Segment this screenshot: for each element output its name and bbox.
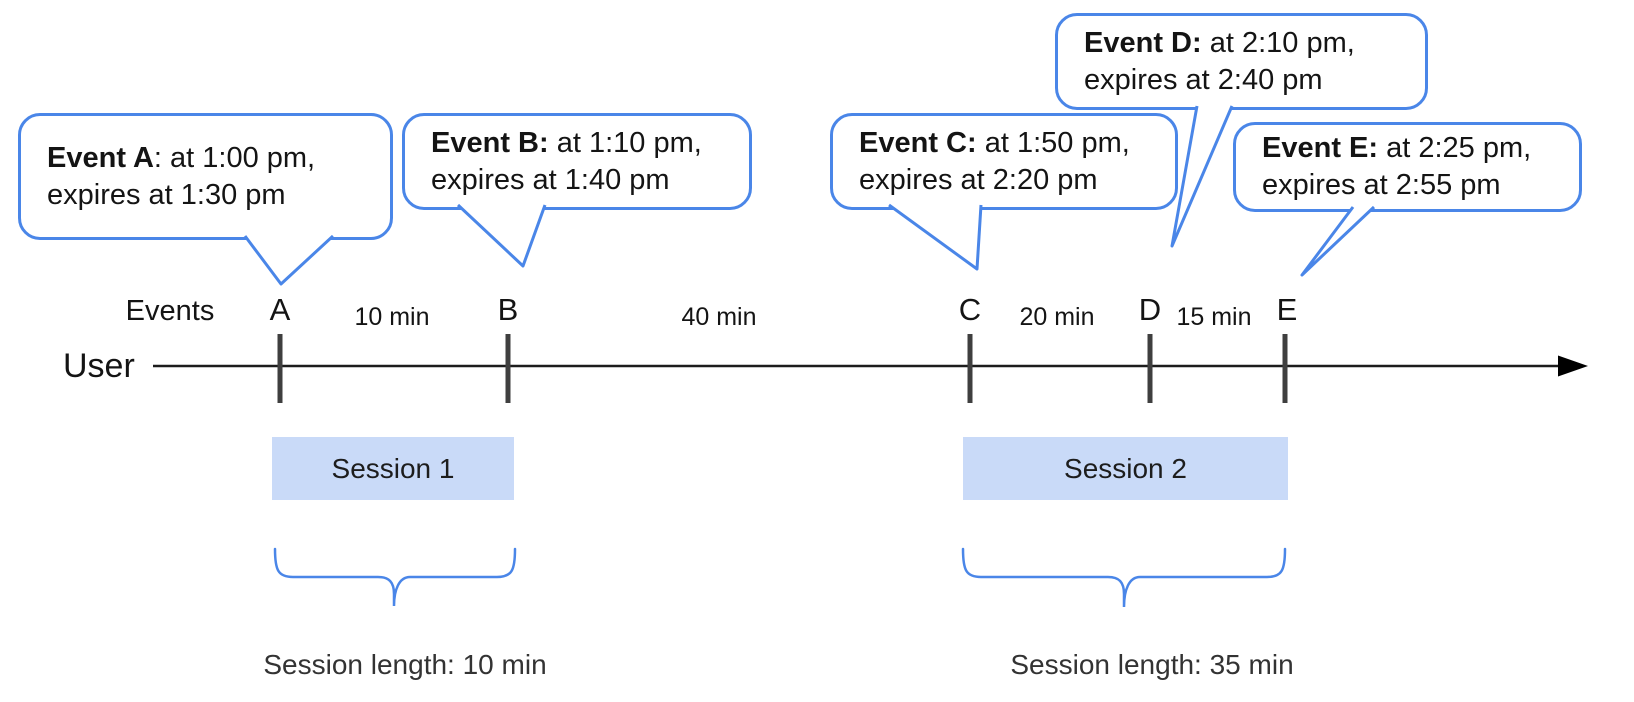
marker-e: E — [1276, 292, 1298, 327]
event-e-line2: expires at 2:55 pm — [1262, 169, 1501, 201]
session-2-brace — [961, 547, 1287, 608]
event-b-title: Event B: — [431, 126, 549, 159]
event-c-line2: expires at 2:20 pm — [859, 163, 1098, 196]
event-a-line2: expires at 1:30 pm — [47, 178, 286, 211]
event-d-bubble: Event D: at 2:10 pm, expires at 2:40 pm — [1055, 13, 1428, 110]
events-axis-label: Events — [125, 295, 215, 327]
session-2-label: Session 2 — [1064, 452, 1187, 484]
event-b-line1: Event B: at 1:10 pm, — [431, 126, 702, 159]
session-1-brace — [273, 547, 517, 607]
event-d-line2: expires at 2:40 pm — [1084, 63, 1323, 96]
event-d-line1: Event D: at 2:10 pm, — [1084, 26, 1355, 59]
session-1-bar: Session 1 — [272, 437, 514, 500]
interval-c-d: 20 min — [1019, 303, 1095, 331]
session-1-length-label: Session length: 10 min — [263, 649, 547, 680]
timeline-arrow-icon — [1558, 355, 1588, 377]
user-axis-label: User — [63, 347, 135, 385]
event-b-bubble: Event B: at 1:10 pm, expires at 1:40 pm — [402, 113, 752, 210]
event-c-bubble: Event C: at 1:50 pm, expires at 2:20 pm — [830, 113, 1178, 210]
session-2-bar: Session 2 — [963, 437, 1288, 500]
marker-b: B — [497, 292, 519, 327]
event-b-bubble-tail — [456, 203, 547, 268]
event-e-title: Event E: — [1262, 132, 1379, 164]
event-c-bubble-tail — [888, 203, 983, 271]
event-a-bubble-tail — [243, 234, 335, 286]
marker-a: A — [269, 292, 291, 327]
event-c-title: Event C: — [859, 126, 977, 159]
interval-d-e: 15 min — [1176, 303, 1252, 331]
event-a-bubble: Event A: at 1:00 pm, expires at 1:30 pm — [18, 113, 393, 240]
event-d-title: Event D: — [1084, 26, 1202, 59]
event-e-bubble-tail — [1300, 205, 1376, 277]
event-d-bubble-tail — [1170, 105, 1234, 248]
event-c-line1: Event C: at 1:50 pm, — [859, 126, 1130, 159]
marker-d: D — [1138, 292, 1162, 327]
event-a-title: Event A — [47, 141, 154, 174]
event-a-line1: Event A: at 1:00 pm, — [47, 141, 316, 174]
interval-b-c: 40 min — [681, 303, 757, 331]
marker-c: C — [958, 292, 982, 327]
interval-a-b: 10 min — [354, 303, 430, 331]
event-e-line1: Event E: at 2:25 pm, — [1262, 132, 1532, 164]
session-2-length-label: Session length: 35 min — [1010, 649, 1294, 680]
event-e-bubble: Event E: at 2:25 pm, expires at 2:55 pm — [1233, 122, 1582, 212]
session-1-label: Session 1 — [331, 452, 455, 484]
event-b-line2: expires at 1:40 pm — [431, 163, 670, 196]
